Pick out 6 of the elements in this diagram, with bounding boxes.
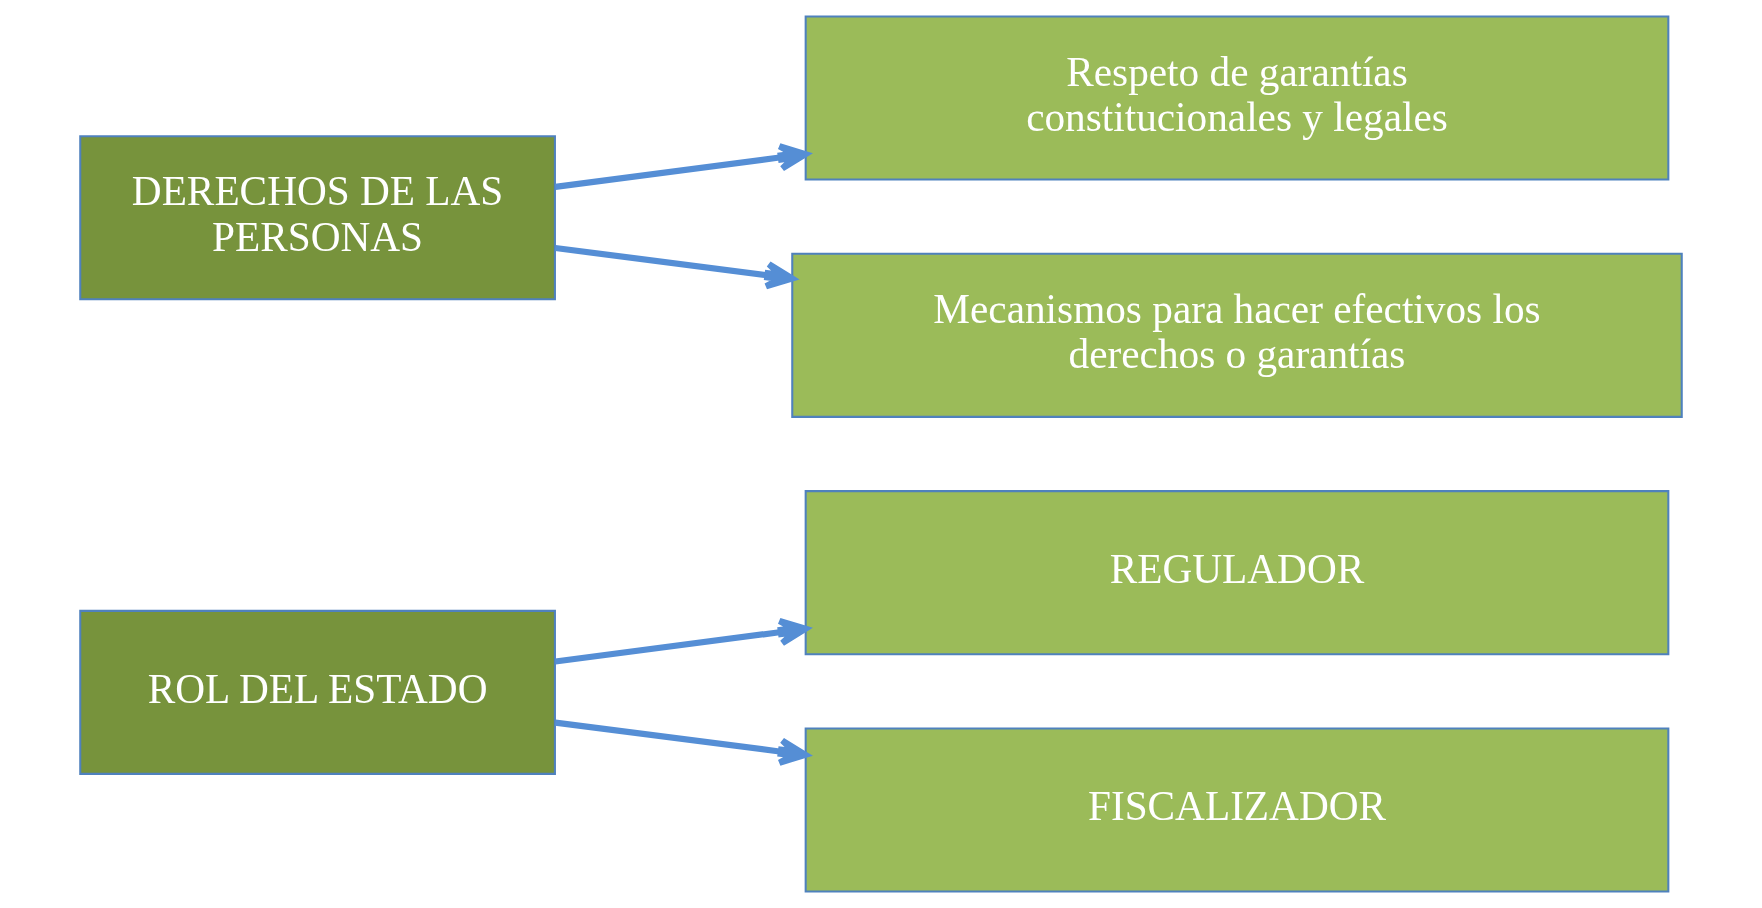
node-box: FISCALIZADOR [804,727,1670,893]
node-box: ROL DEL ESTADO [79,609,556,775]
node-box: REGULADOR [804,490,1670,656]
node-box: Mecanismos para hacer efectivos los derechos o garantías [791,252,1683,418]
node-box: DERECHOS DE LAS PERSONAS [79,135,556,301]
node-box: Respeto de garantías constitucionales y legales [804,15,1670,181]
